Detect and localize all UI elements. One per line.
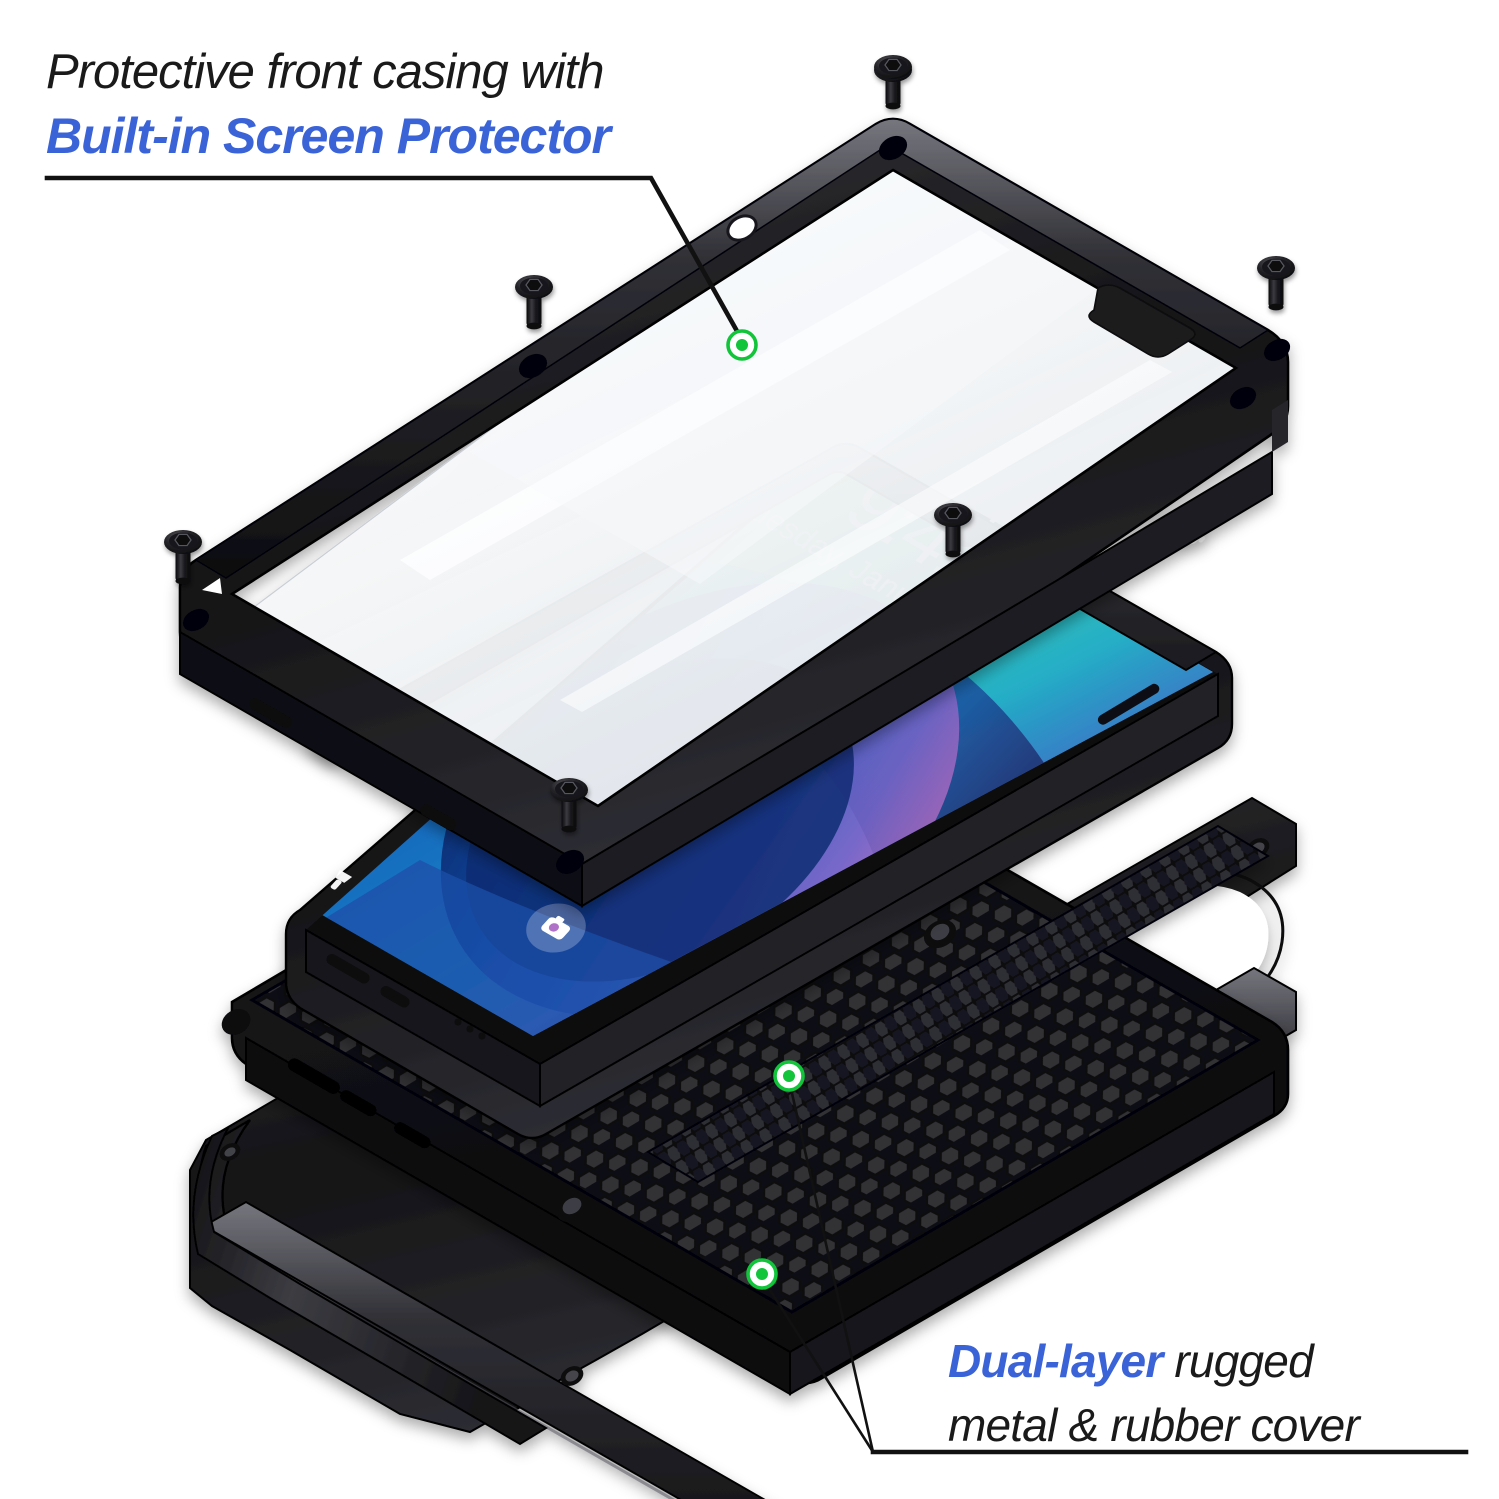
callout-top-line2: Built-in Screen Protector (46, 108, 611, 164)
hex-socket-screw (934, 503, 972, 558)
layer-front-bezel-frame (178, 117, 1291, 908)
callout-bottom-line2: metal & rubber cover (948, 1399, 1360, 1451)
bezel-button-slots (249, 698, 457, 831)
callout-top-underline (44, 175, 746, 344)
bezel-notch-cutout (1088, 284, 1196, 358)
callout-bottom-leader-a (787, 1079, 875, 1453)
callout-leaders (44, 175, 1469, 1455)
inner-frame-front-wall (539, 672, 1219, 1108)
glass-reflections (400, 128, 1172, 712)
shell-screw-bosses (221, 919, 957, 1223)
callout-bottom-highlight: Dual-layer (948, 1335, 1163, 1387)
callout-screen-protector: Protective front casing with Built-in Sc… (46, 45, 611, 164)
hex-screws-group (164, 55, 1295, 833)
callout-bottom-leader-b (761, 1278, 875, 1453)
callout-bottom-line1: Dual-layer rugged (948, 1338, 1359, 1384)
shell-grip-ridges (646, 824, 1270, 1184)
inner-frame-slots (326, 683, 1160, 1040)
hex-socket-screw (1257, 256, 1295, 311)
bezel-right-corner (1272, 400, 1288, 452)
marker-rubber-layer (773, 1060, 805, 1092)
bezel-front-wall (581, 450, 1273, 908)
layer-rubber-honeycomb-shell (221, 716, 1290, 1396)
back-frame-bottom-rail (201, 1200, 766, 1499)
marker-screen-protector (726, 329, 758, 361)
hex-socket-screw (164, 530, 202, 585)
hex-socket-screw (550, 778, 588, 833)
callout-bottom-line1-rest: rugged (1162, 1335, 1313, 1387)
flashlight-icon (330, 870, 353, 890)
callout-top-line1: Protective front casing with (46, 45, 605, 99)
marker-metal-layer (746, 1258, 778, 1290)
shell-right-wall (789, 1070, 1275, 1396)
back-frame-lower-lip (192, 1125, 548, 1446)
bezel-corner-chamfer (202, 578, 222, 594)
callout-markers (726, 329, 805, 1290)
bezel-screw-holes (182, 135, 1291, 875)
callout-dual-layer: Dual-layer rugged metal & rubber cover (948, 1338, 1360, 1451)
camera-shortcut-button (526, 903, 586, 953)
hex-socket-screw (515, 275, 553, 330)
hex-socket-screw (874, 55, 912, 110)
